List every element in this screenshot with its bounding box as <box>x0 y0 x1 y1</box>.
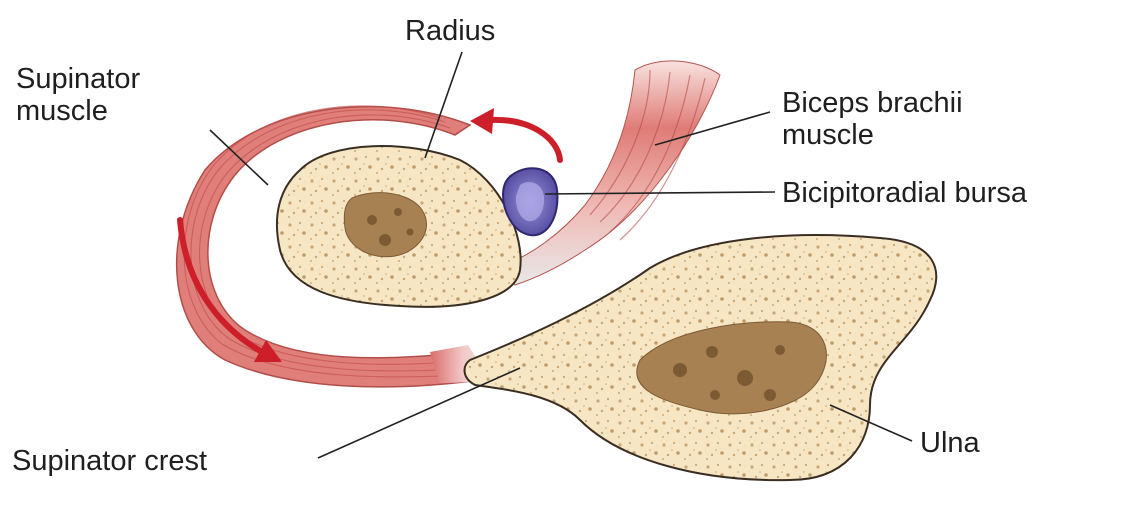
bicipitoradial-bursa-label: Bicipitoradial bursa <box>782 177 1028 209</box>
biceps-brachii-label-line-2: muscle <box>782 119 874 151</box>
supinator-muscle-label: Supinator muscle <box>16 63 148 127</box>
supinator-crest-label: Supinator crest <box>12 445 207 477</box>
radius-label: Radius <box>405 15 495 47</box>
biceps-brachii-label: Biceps brachii muscle <box>782 87 971 151</box>
supinator-muscle-label-line-2: muscle <box>16 95 108 127</box>
radius-leader-line <box>425 52 462 158</box>
bursa-leader-line <box>545 192 775 194</box>
radius-bone-shape <box>277 146 521 307</box>
biceps-brachii-label-line-1: Biceps brachii <box>782 87 963 119</box>
ulna-label: Ulna <box>920 427 981 459</box>
supinator-muscle-label-line-1: Supinator <box>16 63 140 95</box>
rotation-arrow-top-icon <box>470 108 560 160</box>
